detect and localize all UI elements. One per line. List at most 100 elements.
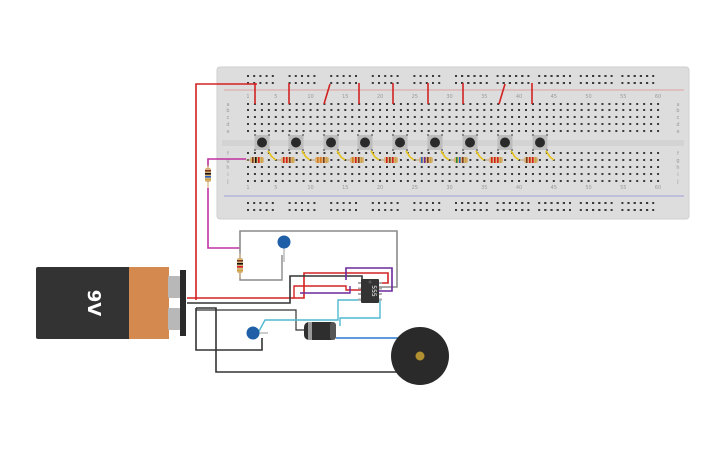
hole bbox=[531, 166, 534, 168]
hole bbox=[629, 123, 632, 125]
hole bbox=[608, 130, 611, 132]
rail-hole bbox=[265, 82, 268, 84]
push-button[interactable] bbox=[427, 134, 443, 151]
hole bbox=[379, 130, 382, 132]
chip-pin bbox=[379, 298, 382, 301]
resistor[interactable] bbox=[415, 150, 450, 163]
rail-hole bbox=[413, 82, 416, 84]
hole bbox=[420, 180, 423, 182]
hole bbox=[545, 180, 548, 182]
row-label: d bbox=[676, 122, 679, 128]
rail-hole bbox=[378, 75, 380, 77]
hole bbox=[274, 130, 277, 132]
hole bbox=[497, 166, 500, 168]
rail-hole bbox=[598, 75, 601, 77]
jumper-wire[interactable] bbox=[498, 83, 506, 105]
hole bbox=[413, 166, 416, 168]
rail-hole bbox=[646, 82, 648, 84]
hole bbox=[260, 103, 263, 105]
hole bbox=[483, 166, 486, 168]
resistor[interactable] bbox=[380, 150, 415, 163]
ceramic-capacitor-bottom[interactable] bbox=[246, 326, 269, 340]
resistor-band bbox=[352, 157, 354, 163]
resistor-vertical[interactable] bbox=[205, 165, 211, 188]
black-ground-wire[interactable] bbox=[187, 275, 363, 304]
piezo-buzzer[interactable] bbox=[391, 327, 449, 385]
hole bbox=[309, 152, 312, 154]
hole bbox=[615, 173, 618, 175]
column-label: 1 bbox=[246, 185, 249, 191]
push-button[interactable] bbox=[288, 134, 304, 151]
hole bbox=[316, 152, 319, 154]
gray-wire-lower[interactable] bbox=[239, 252, 283, 281]
battery-9v[interactable]: 9V bbox=[36, 267, 186, 339]
purple-wire-2[interactable] bbox=[300, 286, 351, 294]
resistor[interactable] bbox=[277, 150, 311, 163]
hole bbox=[490, 109, 493, 111]
magenta-wire[interactable] bbox=[207, 158, 246, 167]
hole bbox=[559, 173, 562, 175]
hole bbox=[379, 116, 382, 118]
ic-555-chip[interactable]: 555 bbox=[358, 279, 382, 303]
magenta-wire-lower[interactable] bbox=[207, 188, 240, 249]
hole bbox=[580, 109, 583, 111]
rail-hole bbox=[527, 82, 530, 84]
resistor-band bbox=[358, 157, 360, 163]
rail-hole bbox=[527, 209, 530, 211]
resistor[interactable] bbox=[450, 150, 485, 163]
hole bbox=[601, 123, 604, 125]
resistor[interactable] bbox=[485, 150, 520, 163]
rail-hole bbox=[259, 82, 262, 84]
hole bbox=[469, 103, 472, 105]
resistor-timing[interactable] bbox=[237, 254, 243, 278]
hole bbox=[559, 130, 562, 132]
hole bbox=[260, 130, 263, 132]
hole bbox=[511, 173, 514, 175]
resistor-band bbox=[292, 157, 294, 163]
breadboard-holes bbox=[247, 75, 660, 211]
resistor[interactable] bbox=[246, 150, 277, 163]
hole bbox=[288, 109, 291, 111]
rail-hole bbox=[502, 209, 505, 211]
push-button[interactable] bbox=[357, 134, 373, 151]
ceramic-capacitor-top[interactable] bbox=[277, 235, 291, 263]
red-wire-chip-2[interactable] bbox=[293, 285, 366, 298]
push-buttons bbox=[254, 134, 548, 151]
resistor[interactable] bbox=[520, 150, 555, 163]
hole bbox=[601, 109, 604, 111]
button-cap bbox=[500, 137, 510, 148]
hole bbox=[295, 152, 298, 154]
hole bbox=[455, 109, 458, 111]
push-button[interactable] bbox=[462, 134, 478, 151]
jumper-wire[interactable] bbox=[323, 83, 331, 105]
column-label: 10 bbox=[307, 94, 313, 100]
resistor[interactable] bbox=[346, 150, 380, 163]
black-buzzer-wire[interactable] bbox=[196, 307, 400, 373]
hole bbox=[448, 180, 451, 182]
hole bbox=[316, 130, 319, 132]
hole bbox=[650, 159, 653, 161]
push-button[interactable] bbox=[392, 134, 408, 151]
push-button[interactable] bbox=[323, 134, 339, 151]
resistor[interactable] bbox=[311, 150, 346, 163]
hole bbox=[253, 109, 256, 111]
red-power-wire[interactable] bbox=[195, 83, 257, 300]
hole bbox=[448, 116, 451, 118]
hole bbox=[392, 116, 395, 118]
purple-wire[interactable] bbox=[345, 267, 393, 292]
gray-wire[interactable] bbox=[239, 230, 398, 288]
push-button[interactable] bbox=[254, 134, 270, 151]
hole bbox=[643, 116, 646, 118]
hole bbox=[267, 166, 270, 168]
electrolytic-capacitor[interactable] bbox=[304, 322, 336, 340]
push-button[interactable] bbox=[497, 134, 513, 151]
rail-hole bbox=[569, 82, 571, 84]
breadboard[interactable]: 1155101015152020252530303535404045455050… bbox=[216, 66, 690, 220]
rail-hole bbox=[652, 75, 655, 77]
push-button[interactable] bbox=[532, 134, 548, 151]
black-ground-wire-2[interactable] bbox=[195, 308, 263, 351]
button-leg bbox=[476, 149, 478, 151]
hole bbox=[531, 173, 534, 175]
rail-hole bbox=[538, 82, 541, 84]
hole bbox=[386, 109, 388, 111]
